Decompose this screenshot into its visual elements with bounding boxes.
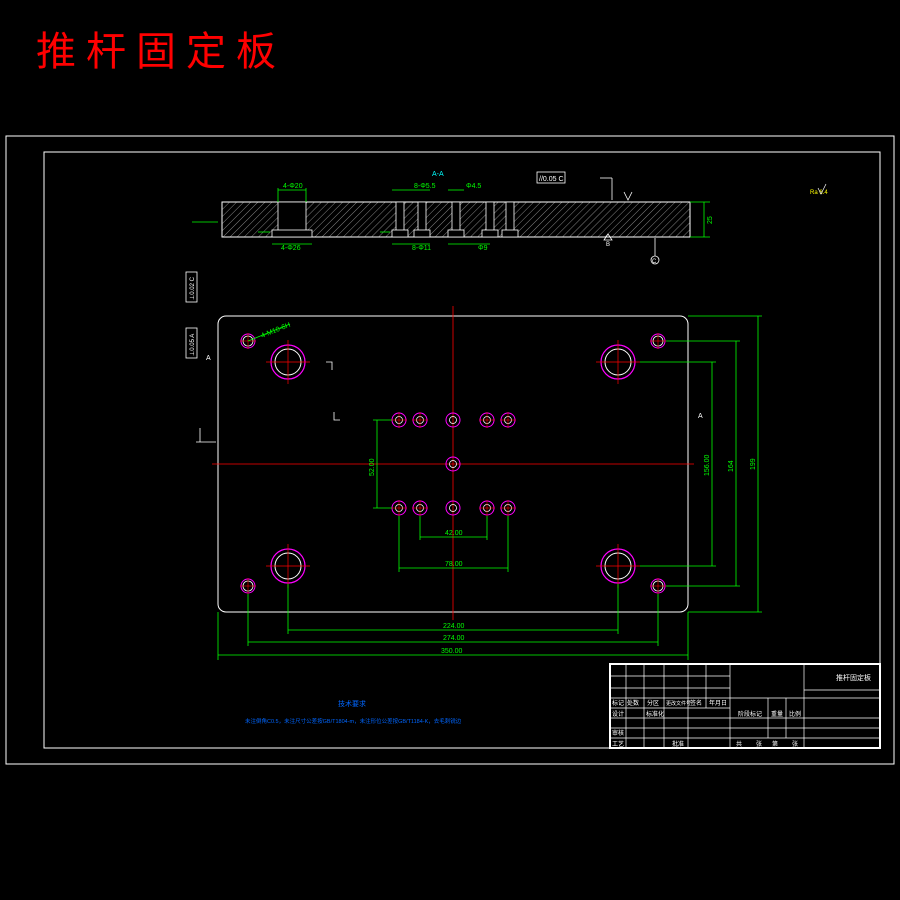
pin-hole xyxy=(391,412,407,428)
pin-hole xyxy=(445,412,461,428)
section-label: A-A xyxy=(432,171,444,178)
dim-outer-hole-span-v: 164 xyxy=(728,460,735,472)
threaded-hole xyxy=(650,333,666,349)
threaded-hole xyxy=(240,578,256,594)
tb-header-sign: 签名 xyxy=(690,699,702,707)
section-mark-right: A xyxy=(698,413,703,420)
pin-hole xyxy=(412,412,428,428)
pin-hole xyxy=(500,412,516,428)
tb-row-mark: 标记 xyxy=(612,699,624,707)
dim-center-top: Φ4.5 xyxy=(466,183,481,190)
pin-hole xyxy=(412,500,428,516)
dim-bore-span: 224.00 xyxy=(443,623,465,630)
dim-bore-span-v: 156.00 xyxy=(704,454,711,476)
hole-callout: 4-M10-6H xyxy=(260,322,291,340)
dim-overall-height: 199 xyxy=(750,458,757,470)
dim-thickness: 25 xyxy=(707,216,714,224)
tb-std: 标准化 xyxy=(646,710,664,718)
dim-inner-pin-span: 42.00 xyxy=(445,530,463,537)
pin-hole xyxy=(445,500,461,516)
tb-stage: 阶段标记 xyxy=(738,710,762,718)
perp-frame-1 xyxy=(185,271,198,303)
dim-cbore-head: 4-Φ26 xyxy=(281,245,301,252)
tb-header-count: 处数 xyxy=(627,699,639,707)
plan-view: A A 4-M10-6H ⊥0.02 C ⊥0.05 A xyxy=(185,271,762,660)
pin-hole xyxy=(485,201,495,233)
title-block: 标记 设计 审核 工艺 处数 分区 更改文件号 签名 年月日 标准化 批准 阶段… xyxy=(609,663,881,749)
surface-finish-symbol: Ra 6.4 xyxy=(810,190,828,196)
pin-hole xyxy=(417,201,427,233)
pin-hole xyxy=(391,500,407,516)
inner-frame xyxy=(43,151,881,749)
perp-frame-1-text: ⊥0.02 C xyxy=(189,276,196,300)
tb-row-design: 设计 xyxy=(612,710,624,718)
pin-head xyxy=(501,229,519,238)
flatness-text: //0.05 C xyxy=(539,176,564,183)
tb-scale: 比例 xyxy=(789,710,801,718)
pin-head xyxy=(481,229,499,238)
pin-head xyxy=(391,229,409,238)
section-view: 4-Φ20 4-Φ26 8-Φ5.5 8-Φ11 Φ4.5 Φ9 25 A-A … xyxy=(192,171,714,265)
tb-sheet-no: 第 xyxy=(772,740,778,748)
threaded-hole xyxy=(650,578,666,594)
tb-header-zone: 分区 xyxy=(647,699,659,707)
tb-sheet-total: 共 xyxy=(736,740,742,748)
dim-outer-hole-span: 274.00 xyxy=(443,635,465,642)
bore xyxy=(266,340,310,384)
tb-approve: 批准 xyxy=(672,740,684,748)
datum-b-label: B xyxy=(606,242,610,248)
pin-head xyxy=(413,229,431,238)
pin-hole xyxy=(479,412,495,428)
pin-hole xyxy=(500,500,516,516)
outer-frame xyxy=(5,135,895,765)
dim-overall-width: 350.00 xyxy=(441,648,463,655)
dim-outer-pin-span: 78.00 xyxy=(445,561,463,568)
dim-pin-bottom: 8-Φ11 xyxy=(412,245,431,252)
tb-sheet-unit-1: 张 xyxy=(756,740,762,748)
bore xyxy=(596,544,640,588)
bore xyxy=(596,340,640,384)
pin-hole xyxy=(479,500,495,516)
tb-row-process: 工艺 xyxy=(612,740,624,748)
tb-sheet-unit-2: 张 xyxy=(792,740,798,748)
perp-frame-2 xyxy=(185,327,198,359)
notes-heading: 技术要求 xyxy=(338,699,366,708)
flatness-frame xyxy=(536,171,566,184)
center-pin-hole xyxy=(445,456,461,472)
pin-hole xyxy=(505,201,515,233)
drawing-title: 推杆固定板 xyxy=(36,29,286,75)
counterbore-head xyxy=(271,229,313,238)
dim-center-bottom: Φ9 xyxy=(478,245,488,252)
datum-c-label: C xyxy=(652,259,657,265)
tb-weight: 重量 xyxy=(771,710,783,718)
notes-body: 未注倒角C0.5，未注尺寸公差按GB/T1804-m，未注形位公差按GB/T11… xyxy=(245,717,462,725)
counterbore-hole xyxy=(277,201,307,233)
section-mark-left: A xyxy=(206,355,211,362)
pin-hole xyxy=(395,201,405,233)
tb-header-date: 年月日 xyxy=(709,699,727,707)
perp-frame-2-text: ⊥0.05 A xyxy=(189,334,196,356)
datum-c-symbol xyxy=(650,255,660,265)
center-pin-head xyxy=(447,229,465,238)
dim-pin-row-pitch: 52.00 xyxy=(369,458,376,476)
center-pin-hole xyxy=(451,201,461,233)
tb-row-review: 审核 xyxy=(612,729,624,737)
dim-cbore-dia: 4-Φ20 xyxy=(283,183,303,190)
tb-header-docno: 更改文件号 xyxy=(666,700,691,707)
tb-part-name: 推杆固定板 xyxy=(836,673,871,682)
bore xyxy=(266,544,310,588)
dim-pin-top: 8-Φ5.5 xyxy=(414,183,436,190)
